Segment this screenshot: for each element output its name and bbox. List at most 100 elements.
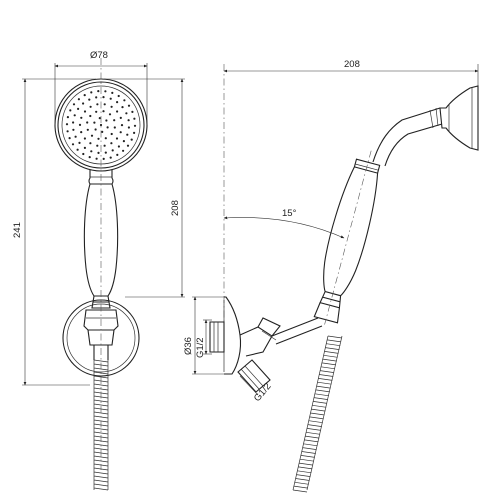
spray-hole xyxy=(80,116,83,119)
holder-height-label: 208 xyxy=(170,200,181,216)
spray-hole xyxy=(89,105,92,108)
spray-hole xyxy=(106,126,109,129)
spray-hole xyxy=(95,157,98,160)
spray-hole xyxy=(115,137,119,140)
spray-hole xyxy=(72,128,75,131)
outlet-diameter-label: Ø36 xyxy=(183,337,194,355)
spray-hole xyxy=(80,131,83,134)
head-diameter-label: Ø78 xyxy=(90,50,108,61)
gooseneck-lower xyxy=(384,123,443,167)
holder-arm xyxy=(271,317,323,345)
spray-hole xyxy=(122,149,125,152)
spray-hole xyxy=(77,107,80,110)
spray-hole xyxy=(109,156,112,159)
spray-hole xyxy=(71,143,75,146)
spray-hole xyxy=(110,105,113,108)
spray-hole xyxy=(88,98,91,101)
spray-hole xyxy=(86,121,89,124)
spray-hole xyxy=(93,121,96,124)
spray-hole xyxy=(99,123,103,127)
spray-hole xyxy=(105,119,108,122)
spray-hole xyxy=(127,126,130,129)
spray-hole xyxy=(69,109,72,112)
spray-hole xyxy=(86,128,89,131)
spray-hole xyxy=(104,137,107,140)
spray-hole xyxy=(109,97,112,100)
spray-hole xyxy=(90,91,93,94)
spray-hole xyxy=(122,140,125,143)
front-view: Ø78 241 208 xyxy=(12,50,185,491)
spray-hole xyxy=(97,90,100,93)
spray-hole xyxy=(102,157,105,160)
spray-hole xyxy=(66,130,69,133)
spray-hole xyxy=(83,94,86,97)
projection-label: 208 xyxy=(344,59,360,70)
spray-hole xyxy=(120,124,124,127)
spray-hole xyxy=(119,131,122,134)
spray-hole xyxy=(101,130,104,133)
spray-hole xyxy=(102,96,105,99)
spray-hole xyxy=(83,110,87,113)
spray-hole xyxy=(104,90,107,93)
spray-hole xyxy=(110,132,113,136)
spray-hole xyxy=(82,102,85,105)
spray-hole xyxy=(119,116,122,119)
spray-hole xyxy=(113,126,116,129)
spray-hole xyxy=(117,145,120,148)
spray-hole xyxy=(82,152,85,156)
spray-hole xyxy=(83,146,86,149)
spray-hole xyxy=(77,98,80,101)
spray-hole xyxy=(125,112,128,115)
wall-outlet xyxy=(209,296,281,393)
spray-hole xyxy=(111,149,114,152)
spray-hole xyxy=(130,138,133,141)
spray-hole xyxy=(126,144,130,147)
side-handset xyxy=(313,150,381,325)
spray-hole xyxy=(96,103,99,106)
spray-hole xyxy=(102,110,105,113)
spray-hole xyxy=(116,110,119,113)
side-shower-head xyxy=(439,85,479,151)
spray-hole xyxy=(88,156,91,159)
spray-hole xyxy=(68,137,71,140)
spray-hole xyxy=(90,134,94,137)
spray-holes xyxy=(65,90,137,160)
angle-label: 15° xyxy=(282,208,297,219)
spray-hole xyxy=(65,123,69,126)
side-view: Ø36 G1/2 G1/2 208 xyxy=(183,59,479,493)
spray-hole xyxy=(76,148,79,151)
spray-hole xyxy=(116,153,119,156)
spray-hole xyxy=(78,123,82,126)
spray-hole xyxy=(66,116,69,119)
spray-hole xyxy=(83,137,86,140)
spray-hole xyxy=(97,137,100,140)
spray-hole xyxy=(89,142,92,145)
spray-hole xyxy=(123,99,126,102)
spray-hole xyxy=(95,110,98,113)
spray-hole xyxy=(90,150,93,153)
spray-hole xyxy=(133,117,136,120)
spray-hole xyxy=(110,142,113,145)
spray-hole xyxy=(127,104,131,107)
spray-hole xyxy=(73,114,76,117)
spray-hole xyxy=(133,124,137,127)
spray-hole xyxy=(72,121,75,124)
spray-hole xyxy=(103,144,106,147)
spray-hole xyxy=(131,110,134,113)
total-height-label: 241 xyxy=(12,222,23,238)
spray-hole xyxy=(108,113,112,116)
spray-hole xyxy=(94,128,97,131)
outlet-thread-label: G1/2 xyxy=(195,337,206,358)
spray-hole xyxy=(117,94,120,98)
spray-hole xyxy=(127,119,130,122)
spray-hole xyxy=(121,106,124,109)
spray-hole xyxy=(104,151,107,154)
spray-hole xyxy=(113,119,116,122)
spray-hole xyxy=(96,144,99,147)
spray-hole xyxy=(103,103,106,106)
spray-hole xyxy=(78,141,81,144)
spray-hole xyxy=(74,135,77,138)
spray-hole xyxy=(111,91,114,94)
spray-hole xyxy=(89,114,92,118)
